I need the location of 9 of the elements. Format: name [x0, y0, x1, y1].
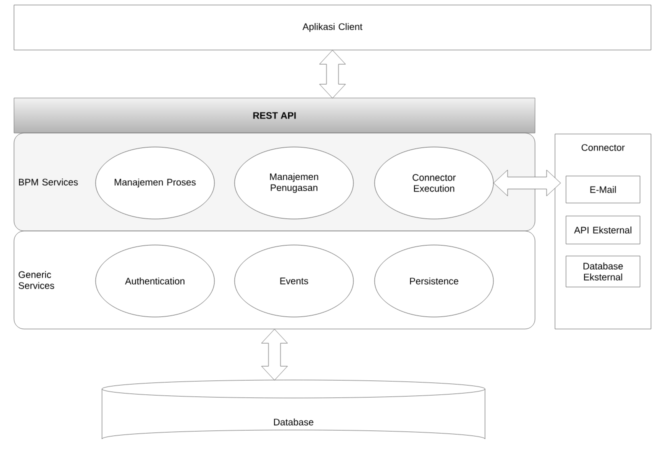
block-arrow — [261, 329, 288, 380]
block-arrow — [319, 50, 346, 98]
box: API Eksternal — [566, 216, 640, 244]
block-arrow — [493, 170, 561, 196]
header-bar: REST API — [14, 98, 536, 134]
database-cylinder: Database — [102, 380, 486, 440]
box: E-Mail — [566, 176, 640, 204]
box: Aplikasi Client — [14, 4, 652, 50]
box: Database Eksternal — [566, 256, 640, 288]
